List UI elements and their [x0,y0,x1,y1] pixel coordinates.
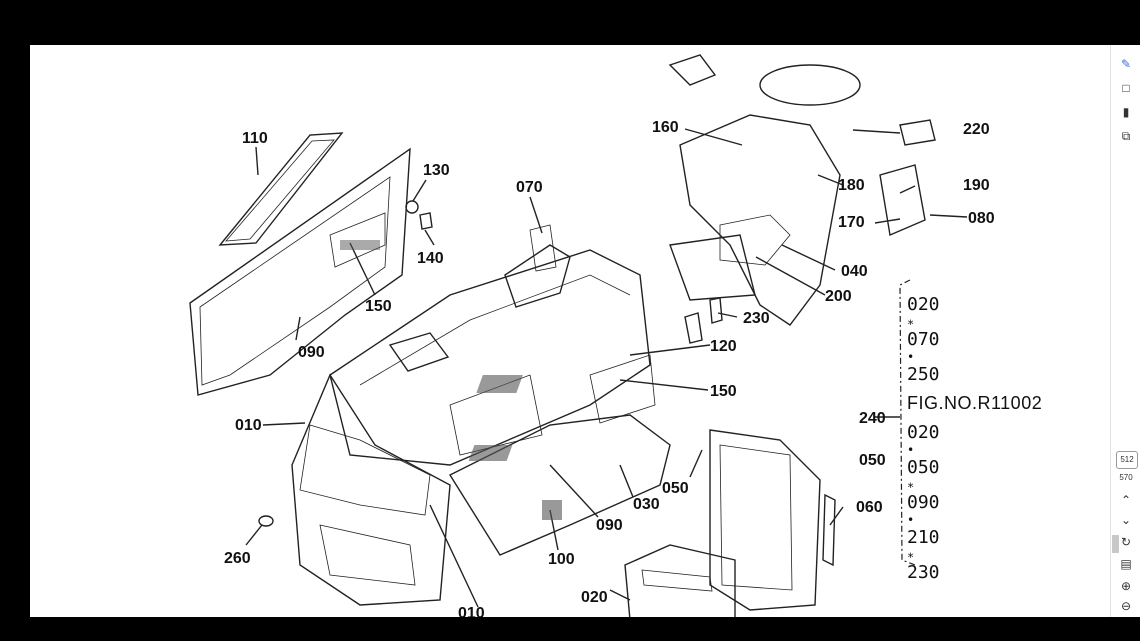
battery-outline [624,544,736,617]
series-item: 070 [907,329,940,350]
edit-note-icon[interactable]: ✎ [1120,57,1132,71]
callout-180: 180 [838,177,865,194]
callout-030: 030 [633,496,660,513]
bookmark-icon[interactable]: ▮ [1122,105,1130,119]
callout-220: 220 [963,121,990,138]
series-separator: ∗ [907,548,915,562]
dash-outline [679,114,841,326]
series-separator: ∗ [907,315,915,329]
callout-010-lower: 010 [458,605,485,618]
series-separator: • [907,443,915,457]
callout-200: 200 [825,288,852,305]
callout-100: 100 [548,551,575,568]
callout-170: 170 [838,214,865,231]
page-total: 570 [1119,473,1133,482]
fit-page-icon[interactable]: ▤ [1120,557,1132,571]
side-panel-outline [189,147,411,396]
callout-090-lower: 090 [596,517,623,534]
callout-150-lower: 150 [710,383,737,400]
series-item: 090 [907,492,940,513]
callout-160: 160 [652,119,679,136]
radiator-outline [709,429,821,611]
callout-080: 080 [968,210,995,227]
parts-diagram: 110 130 140 150 090 070 160 220 180 190 … [30,45,1110,617]
callout-240: 240 [859,410,886,427]
page-number-box[interactable]: 512 [1116,451,1138,469]
document-viewer: 110 130 140 150 090 070 160 220 180 190 … [30,45,1110,617]
series-item: 050 [907,457,940,478]
copy-icon[interactable]: ⧉ [1121,128,1131,143]
callout-060: 060 [856,499,883,516]
callout-120: 120 [710,338,737,355]
series-separator: • [907,513,915,527]
callout-190: 190 [963,177,990,194]
callout-070: 070 [516,179,543,196]
callout-050-right: 050 [859,452,886,469]
exploded-view-drawing [189,54,968,617]
series-separator: ∗ [907,478,915,492]
panel-110-outline [218,132,344,246]
series-item: 210 [907,527,940,548]
viewer-sidebar: ✎ □ ▮ ⧉ 512 570 ⌃ ⌄ ↻ ▤ ⊕ ⊖ [1110,45,1140,617]
series-item: 020 [907,294,940,315]
front-body-outline [291,373,451,606]
callout-110: 110 [242,130,268,147]
callout-130: 130 [423,162,450,179]
zoom-in-icon[interactable]: ⊕ [1120,579,1132,593]
rotate-icon[interactable]: ↻ [1120,535,1132,549]
chevron-down-icon[interactable]: ⌄ [1120,513,1132,527]
chevron-up-icon[interactable]: ⌃ [1120,493,1132,507]
hood-outline [329,249,651,466]
series-item: 250 [907,364,940,385]
series-bracket [899,279,916,566]
series-separator: • [907,350,915,364]
series-item: 020 [907,422,940,443]
callout-040: 040 [841,263,868,280]
zoom-out-icon[interactable]: ⊖ [1120,599,1132,613]
series-item: 230 [907,562,940,583]
callout-050-left: 050 [662,480,689,497]
callout-020: 020 [581,589,608,606]
callout-140: 140 [417,250,444,267]
callout-090-left: 090 [298,344,325,361]
callout-230: 230 [743,310,770,327]
callout-260: 260 [224,550,251,567]
scrollbar-thumb[interactable] [1112,535,1119,553]
comment-icon[interactable]: □ [1122,81,1130,95]
series-list: 020 ∗ 070 • 250 FIG.NO.R11002 020 • 050 … [907,290,1042,587]
fig-number: FIG.NO.R11002 [907,393,1043,413]
callout-150-upper: 150 [365,298,392,315]
callout-010-upper: 010 [235,417,262,434]
